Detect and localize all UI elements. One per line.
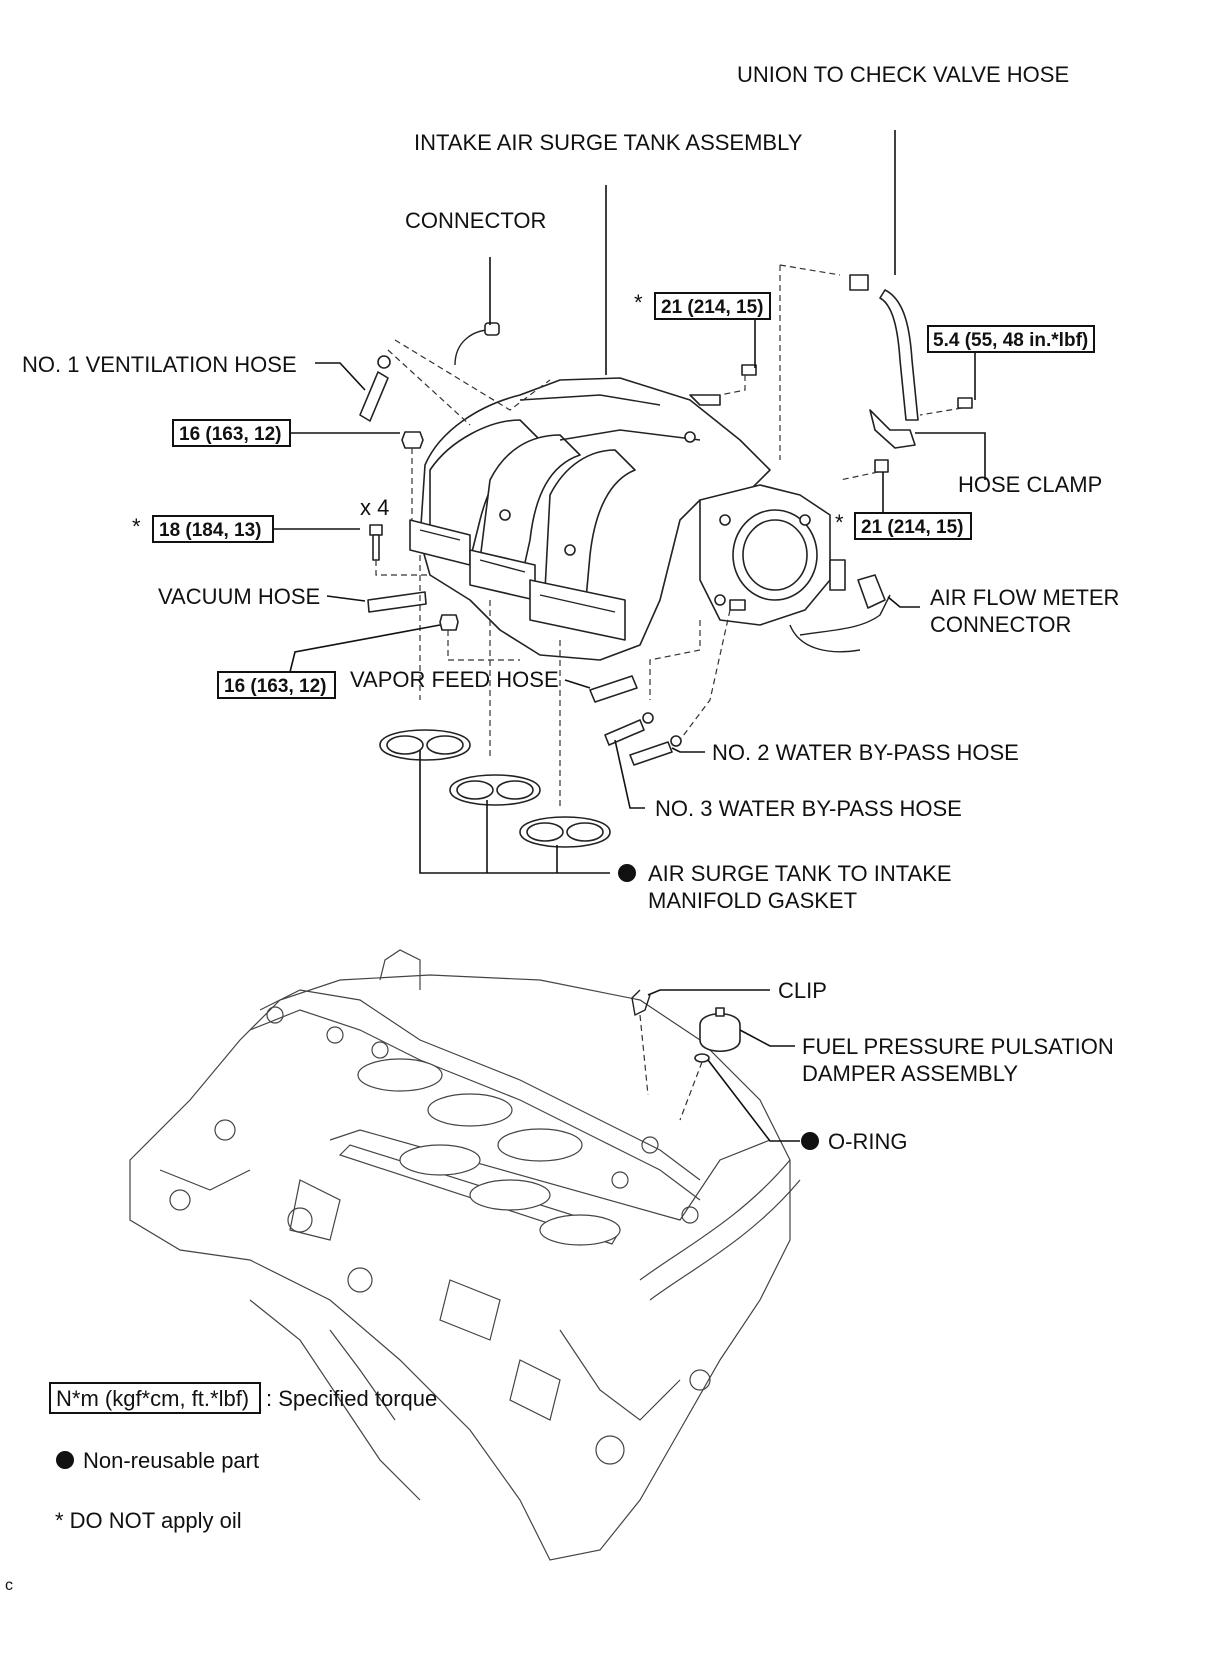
no-oil-star-right: * [835, 510, 844, 535]
legend-torque-text: : Specified torque [266, 1386, 437, 1411]
torque-box-bolt-18 [152, 515, 274, 543]
no1-ventilation-hose [359, 355, 391, 422]
connector-part [454, 322, 500, 366]
torque-upper-21: 21 (214, 15) [661, 297, 763, 318]
label-air-flow-meter-line2: CONNECTOR [930, 612, 1071, 637]
torque-box-upper-21 [654, 292, 771, 320]
label-hose-clamp: HOSE CLAMP [958, 472, 1102, 497]
label-no1-ventilation-hose: NO. 1 VENTILATION HOSE [22, 352, 297, 377]
vapor-feed-hose-part [589, 675, 638, 703]
label-vapor-feed-hose: VAPOR FEED HOSE [350, 667, 559, 692]
no-oil-star-upper: * [634, 290, 643, 315]
label-fuel-damper-line2: DAMPER ASSEMBLY [802, 1061, 1018, 1086]
nonreusable-dot-gasket [618, 864, 636, 882]
water-bypass-hoses [604, 712, 682, 766]
label-qty-x4: x 4 [360, 495, 389, 520]
label-gasket-line1: AIR SURGE TANK TO INTAKE [648, 861, 952, 886]
label-no2-water-bypass-hose: NO. 2 WATER BY-PASS HOSE [712, 740, 1019, 765]
label-intake-air-surge-tank-assembly: INTAKE AIR SURGE TANK ASSEMBLY [414, 130, 803, 155]
engine-block-illustration [129, 949, 801, 1561]
torque-left-16-upper: 16 (163, 12) [179, 424, 281, 445]
legend-torque-box [49, 1382, 261, 1414]
legend-nonreusable-text: Non-reusable part [83, 1448, 259, 1473]
torque-box-left-16-upper [172, 419, 291, 447]
air-flow-meter-connector-part [789, 574, 891, 653]
assembly-guide-lines [375, 264, 963, 1121]
torque-box-top-right [927, 325, 1095, 353]
label-air-flow-meter-line1: AIR FLOW METER [930, 585, 1119, 610]
torque-specs: * 21 (214, 15) 5.4 (55, 48 in.*lbf) 16 (… [132, 290, 1095, 699]
vacuum-hose-part [367, 591, 427, 613]
torque-top-right-5-4: 5.4 (55, 48 in.*lbf) [933, 330, 1088, 351]
leader-lines [274, 130, 986, 1142]
label-o-ring: O-RING [828, 1129, 907, 1154]
no-oil-star-bolt: * [132, 514, 141, 539]
corner-code: c [5, 1577, 13, 1594]
legend: N*m (kgf*cm, ft.*lbf) : Specified torque… [5, 1382, 437, 1594]
intake-manifold-gaskets [379, 729, 611, 848]
torque-bolt-18: 18 (184, 13) [159, 520, 261, 541]
union-to-check-valve-hose-part [849, 274, 919, 421]
bolts [369, 364, 889, 631]
fuel-damper-parts [631, 989, 741, 1063]
legend-no-oil-text: * DO NOT apply oil [55, 1508, 242, 1533]
label-no3-water-bypass-hose: NO. 3 WATER BY-PASS HOSE [655, 796, 962, 821]
label-fuel-damper-line1: FUEL PRESSURE PULSATION [802, 1034, 1114, 1059]
throttle-body [699, 484, 846, 626]
label-gasket-line2: MANIFOLD GASKET [648, 888, 857, 913]
torque-left-16-lower: 16 (163, 12) [224, 676, 326, 697]
torque-box-left-16-lower [217, 671, 336, 699]
nonreusable-dot-o-ring [801, 1132, 819, 1150]
label-vacuum-hose: VACUUM HOSE [158, 584, 320, 609]
hose-clamp-part [869, 397, 973, 449]
callout-labels: UNION TO CHECK VALVE HOSE INTAKE AIR SUR… [22, 62, 1119, 1154]
label-union-to-check-valve-hose: UNION TO CHECK VALVE HOSE [737, 62, 1069, 87]
torque-box-right-21 [854, 512, 972, 540]
label-clip: CLIP [778, 978, 827, 1003]
label-connector: CONNECTOR [405, 208, 546, 233]
legend-torque-unit: N*m (kgf*cm, ft.*lbf) [56, 1386, 249, 1411]
legend-nonreusable-dot [56, 1451, 74, 1469]
torque-right-21: 21 (214, 15) [861, 517, 963, 538]
intake-air-surge-tank [409, 377, 771, 661]
